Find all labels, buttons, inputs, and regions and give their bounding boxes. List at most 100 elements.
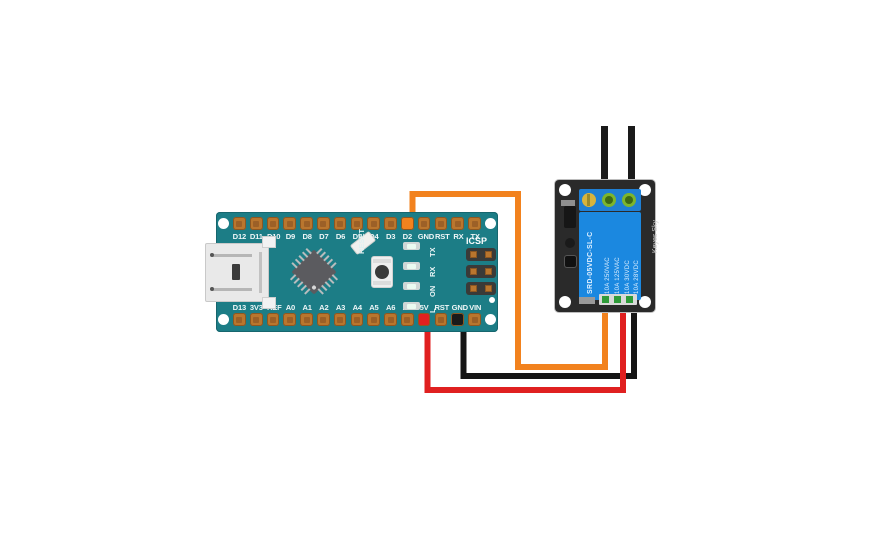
pin-pad-d7[interactable] <box>317 217 330 230</box>
pin-label-a2: A2 <box>319 303 329 312</box>
pin-label-d2: D2 <box>402 232 413 241</box>
pin-label-d7: D7 <box>319 232 329 241</box>
pin-label-d12: D12 <box>232 232 247 241</box>
ground-wire <box>460 305 637 379</box>
led-rx <box>403 262 420 270</box>
pin-label-gnd-top: GND <box>417 232 435 241</box>
pin-pad-rx[interactable] <box>451 217 465 230</box>
pin-label-a4: A4 <box>352 303 363 312</box>
usb-edge <box>259 252 262 293</box>
header-pin-vcc[interactable] <box>626 296 633 303</box>
screw-terminal-nc[interactable] <box>622 193 636 207</box>
pin-pad-a4[interactable] <box>350 313 364 326</box>
pin-label-a1: A1 <box>302 303 312 312</box>
usb-dot <box>210 253 214 257</box>
led-label-on: ON <box>428 285 437 297</box>
pin-label-3v3: 3V3 <box>249 303 263 312</box>
mounting-hole <box>218 218 229 229</box>
icsp-row[interactable] <box>466 248 496 261</box>
control-pin-header[interactable] <box>599 294 637 305</box>
header-pin-in[interactable] <box>602 296 609 303</box>
pin-pad-a2[interactable] <box>317 313 330 326</box>
mounting-hole <box>559 184 571 196</box>
icsp-row[interactable] <box>466 282 496 295</box>
button-ear <box>373 281 391 285</box>
pin-pad-d11[interactable] <box>249 217 263 230</box>
pin-label-rx: RX <box>453 232 464 241</box>
pin-pad-3v3[interactable] <box>249 313 263 326</box>
transistor-component <box>565 238 575 248</box>
pin-label-rst-top: RST <box>434 232 450 241</box>
relay-rating-3: 10A 30VDC <box>625 259 631 294</box>
mounting-hole <box>639 296 651 308</box>
led-label-rx: RX <box>428 266 437 277</box>
relay-rating-1: 10A 250VAC <box>605 257 611 294</box>
usb-tab-top <box>262 236 276 248</box>
relay-rating-4: 10A 28VDC <box>634 259 640 294</box>
pin-pad-a1[interactable] <box>300 313 313 326</box>
pin-pad-vin[interactable] <box>468 313 481 326</box>
pin-pad-d8[interactable] <box>300 217 313 230</box>
pin-pad-tx[interactable] <box>468 217 481 230</box>
pin-label-d13: D13 <box>232 303 247 312</box>
pin-pad-gnd-top[interactable] <box>417 217 431 230</box>
mounting-hole <box>484 218 496 229</box>
power-wire <box>424 305 626 393</box>
mounting-hole <box>484 314 496 325</box>
pin-pad-gnd-bot[interactable] <box>451 313 465 326</box>
pin-pad-d2[interactable] <box>401 217 414 230</box>
relay-component: SRD-05VDC-SL-C 10A 250VAC 10A 125VAC 10A… <box>579 212 641 300</box>
pin-label-a0: A0 <box>285 303 296 312</box>
usb-slot <box>232 264 240 280</box>
silkscreen-mark <box>561 200 575 206</box>
pin-pad-a3[interactable] <box>333 313 347 326</box>
pin-pad-5v[interactable] <box>417 313 431 326</box>
pin-pad-d12[interactable] <box>233 217 246 230</box>
mounting-hole <box>218 314 229 325</box>
pin-label-d3: D3 <box>385 232 396 241</box>
silkscreen-mark-bottom <box>579 297 595 304</box>
usb-tab-bottom <box>262 297 276 309</box>
pin-pad-d10[interactable] <box>266 217 280 230</box>
icsp-header[interactable] <box>466 248 496 296</box>
pin-label-d8: D8 <box>302 232 312 241</box>
usb-bar <box>212 288 252 291</box>
usb-dot <box>210 287 214 291</box>
pin-pad-rst-top[interactable] <box>434 217 448 230</box>
reset-button[interactable] <box>371 256 393 288</box>
pin-pad-rst-bot[interactable] <box>434 313 448 326</box>
pin-label-rst-bot: RST <box>434 303 450 312</box>
relay-module-board[interactable]: SRD-05VDC-SL-C 10A 250VAC 10A 125VAC 10A… <box>555 180 659 312</box>
led-tx <box>403 242 420 250</box>
nano-bottom-header <box>216 313 498 327</box>
mounting-hole <box>639 184 651 196</box>
signal-wire <box>409 191 608 370</box>
brand-text: Keyes Sky <box>652 220 659 254</box>
mounting-hole <box>559 296 571 308</box>
screw-terminal-block[interactable] <box>579 189 641 211</box>
nano-top-header <box>216 217 498 231</box>
pin-pad-d9[interactable] <box>283 217 297 230</box>
load-wire-right <box>628 126 635 200</box>
screw-terminal-com[interactable] <box>602 193 616 207</box>
pin-pad-a5[interactable] <box>367 313 381 326</box>
pin-pad-d3[interactable] <box>384 217 397 230</box>
pin-pad-ref[interactable] <box>266 313 280 326</box>
screw-terminal-no[interactable] <box>582 193 596 207</box>
pin-pad-d6[interactable] <box>333 217 347 230</box>
button-ear <box>373 259 391 263</box>
pin-pad-a6[interactable] <box>384 313 397 326</box>
icsp-row[interactable] <box>466 265 496 278</box>
board-via-dot <box>489 297 495 303</box>
pin-label-d11: D11 <box>249 232 263 241</box>
pin-pad-d5[interactable] <box>350 217 364 230</box>
pin-pad-d4[interactable] <box>367 217 381 230</box>
led-on <box>403 282 420 290</box>
pin-pad-a0[interactable] <box>283 313 297 326</box>
button-cap[interactable] <box>375 265 389 279</box>
header-pin-gnd[interactable] <box>614 296 621 303</box>
pin-label-d9: D9 <box>285 232 296 241</box>
pin-pad-d13[interactable] <box>233 313 246 326</box>
pin-pad-a7[interactable] <box>401 313 414 326</box>
micro-usb-port[interactable] <box>205 243 269 302</box>
